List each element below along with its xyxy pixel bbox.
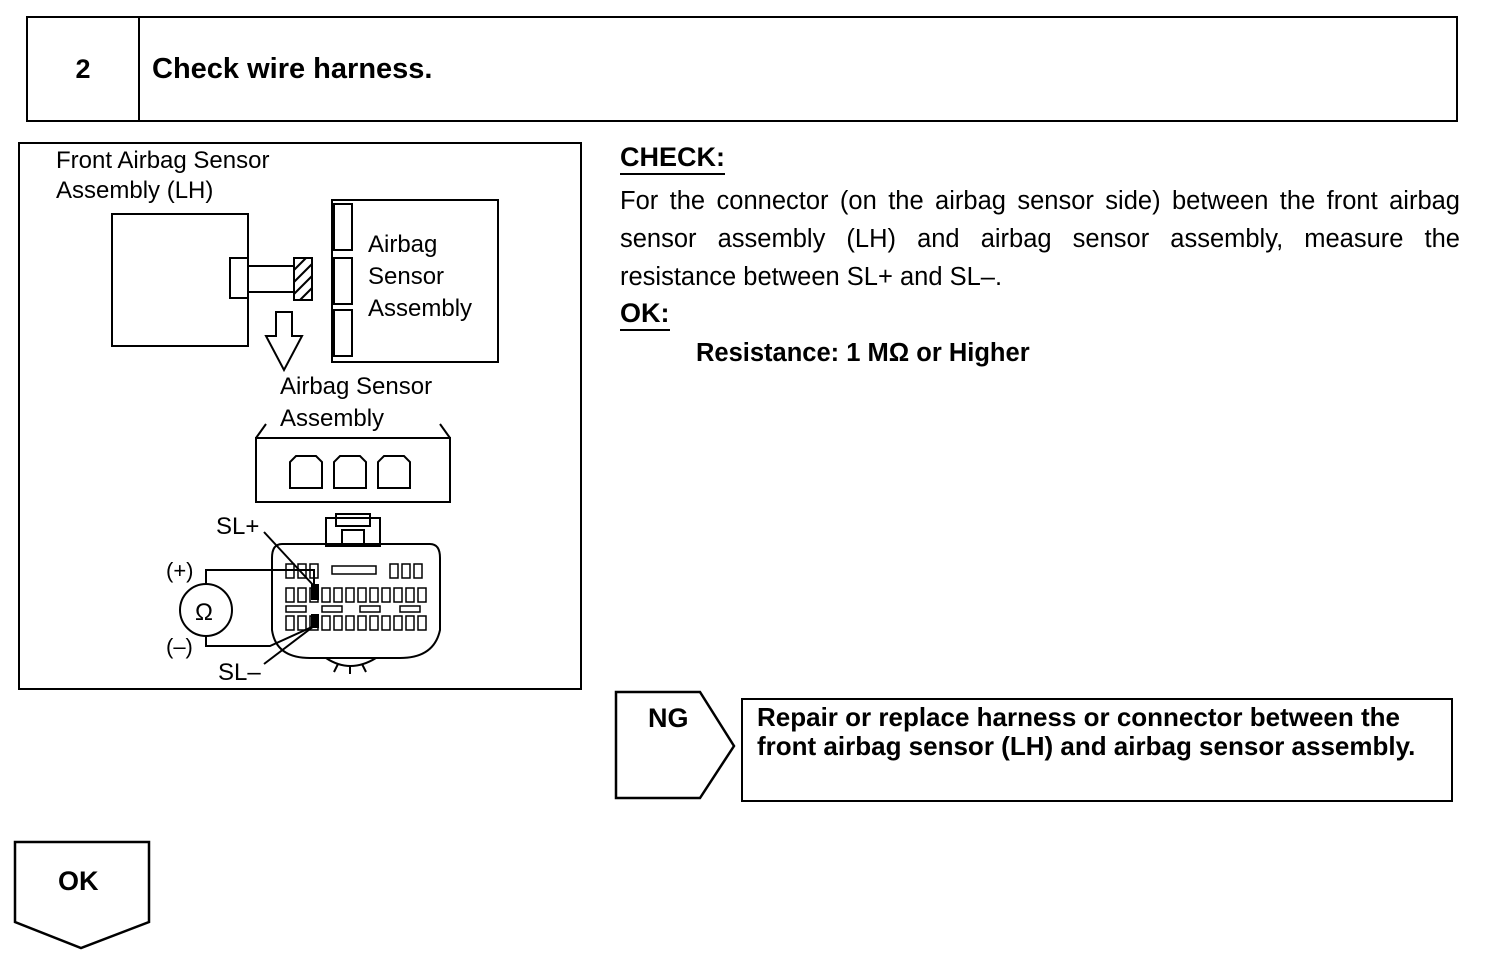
- connector-face: [255, 437, 451, 503]
- diagram-drawing: Front Airbag Sensor Assembly (LH) Airbag…: [56, 147, 499, 686]
- airbag-sensor-label-1: Airbag: [368, 231, 437, 258]
- terminal-connector: [271, 543, 441, 659]
- step-number: 2: [28, 18, 140, 120]
- step-title: Check wire harness.: [152, 52, 433, 85]
- ng-label: NG: [648, 703, 689, 733]
- airbag-sensor-assembly-body: [331, 199, 499, 363]
- down-arrow-icon: [264, 311, 304, 373]
- meter-minus-label: (–): [166, 634, 193, 659]
- terminal-sl-minus-label: SL–: [218, 659, 261, 686]
- step-header: 2 Check wire harness.: [26, 16, 1458, 122]
- resistance-spec: Resistance: 1 MΩ or Higher: [696, 339, 1030, 367]
- ok-arrow-tag: [13, 840, 151, 950]
- meter-plus-label: (+): [166, 558, 194, 583]
- front-sensor-label-1: Front Airbag Sensor: [56, 147, 269, 174]
- check-heading: CHECK:: [620, 142, 725, 175]
- connector-label-2: Assembly: [280, 405, 384, 432]
- ohm-symbol: Ω: [195, 599, 213, 626]
- front-sensor-plug: [229, 257, 249, 299]
- front-airbag-sensor-body: [111, 213, 249, 347]
- airbag-sensor-label-2: Sensor: [368, 263, 444, 290]
- ng-repair-action: Repair or replace harness or connector b…: [741, 698, 1453, 802]
- connector-label-1: Airbag Sensor: [280, 373, 432, 400]
- front-sensor-label-2: Assembly (LH): [56, 177, 213, 204]
- check-instructions: For the connector (on the airbag sensor …: [620, 187, 1460, 291]
- wiring-diagram: Front Airbag Sensor Assembly (LH) Airbag…: [18, 142, 582, 690]
- ok-result-label: OK: [58, 866, 99, 896]
- terminal-sl-plus-label: SL+: [216, 513, 259, 540]
- ok-heading: OK:: [620, 298, 670, 331]
- harness-connector: [293, 257, 313, 301]
- airbag-sensor-label-3: Assembly: [368, 295, 472, 322]
- ng-arrow-tag: [614, 690, 736, 800]
